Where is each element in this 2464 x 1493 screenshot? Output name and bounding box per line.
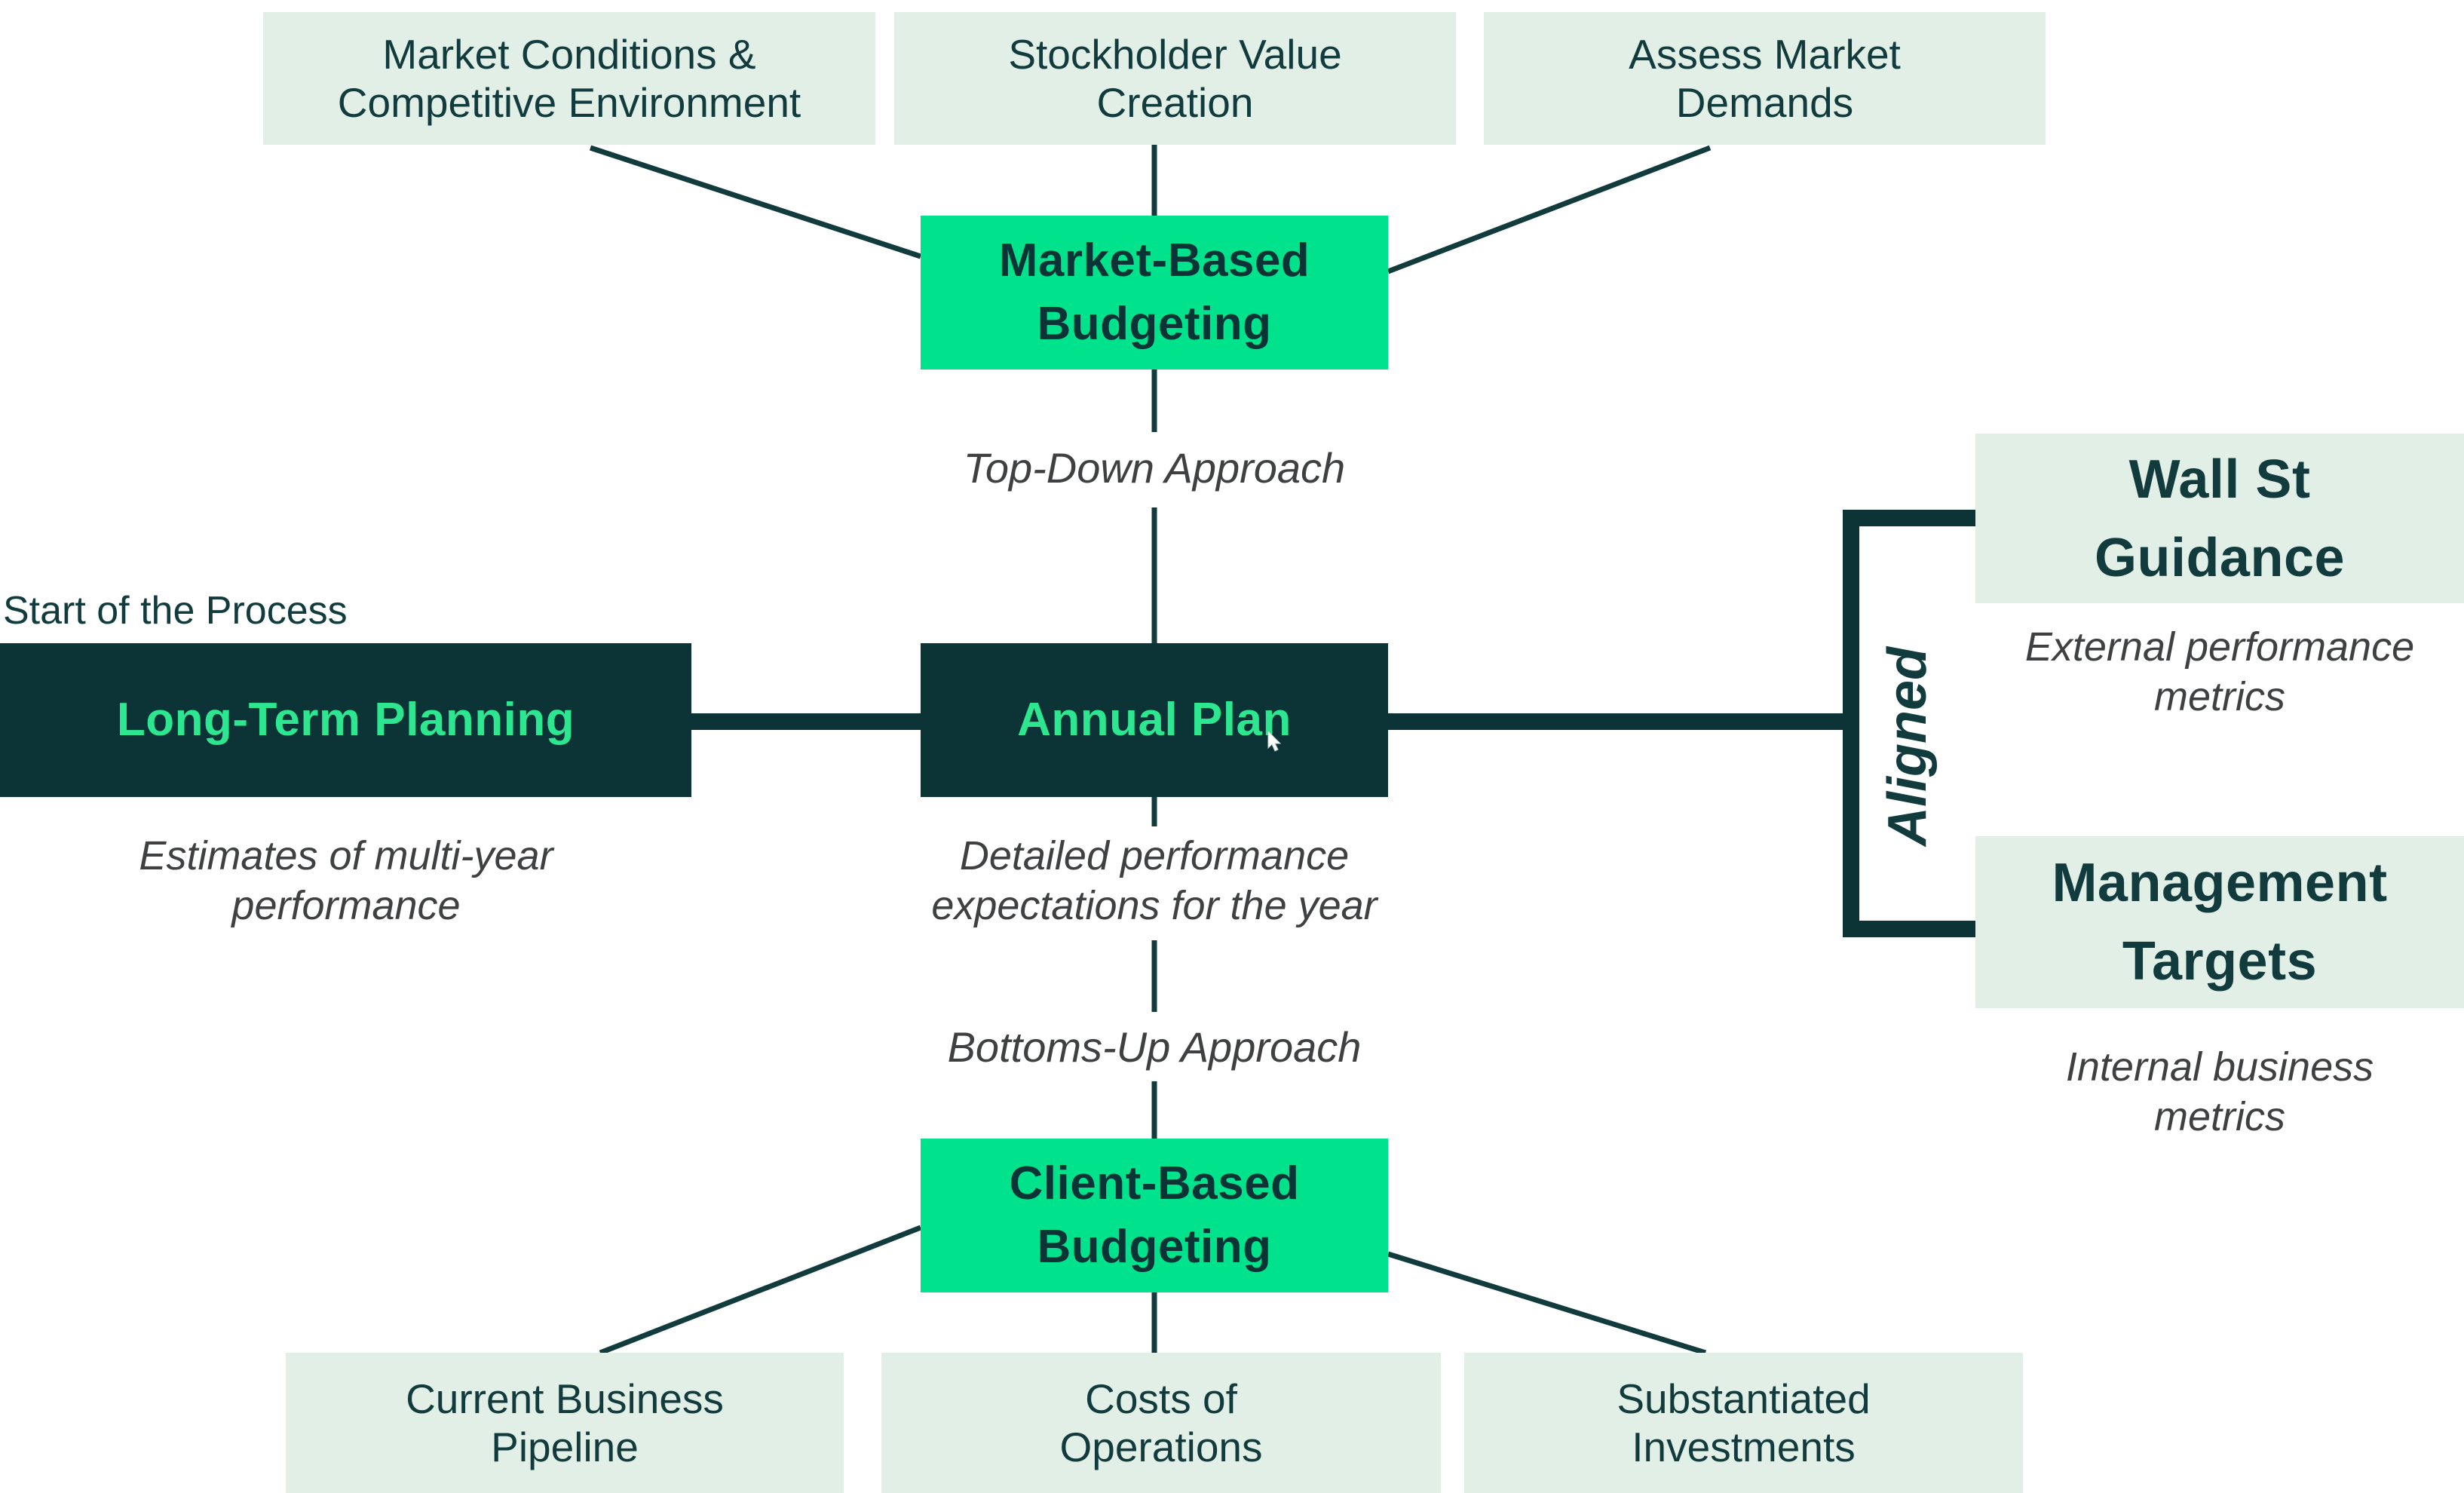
wall-st-caption-line2: metrics [2154,674,2285,719]
connector-client-based-to-pipeline [599,1225,922,1356]
mouse-cursor-icon [1267,731,1282,752]
wall-st-line2: Guidance [2094,527,2346,588]
box-costs-of-operations: Costs of Operations [881,1353,1441,1493]
box-current-business-pipeline: Current Business Pipeline [286,1353,844,1493]
start-of-process-label: Start of the Process [3,589,348,633]
connector-assess-market-to-market-based [1387,145,1712,274]
annual-plan-caption-line2: expectations for the year [931,883,1378,928]
wall-st-line1: Wall St [2128,449,2311,510]
box-stockholder-value: Stockholder Value Creation [894,12,1456,145]
management-line1: Management [2052,853,2388,913]
box-stockholder-value-line2: Creation [1096,79,1254,126]
management-caption-line1: Internal business [2065,1044,2374,1090]
long-term-caption-line2: performance [231,883,461,928]
long-term-caption-line1: Estimates of multi-year [139,833,553,878]
bottoms-up-approach-label: Bottoms-Up Approach [947,1023,1362,1071]
market-based-line2: Budgeting [1037,298,1272,350]
costs-line2: Operations [1059,1424,1263,1470]
long-term-planning-title: Long-Term Planning [116,694,575,746]
connector-client-based-to-investments [1387,1251,1707,1356]
box-annual-plan: Annual Plan [921,643,1388,797]
box-substantiated-investments: Substantiated Investments [1464,1353,2023,1493]
box-assess-market-line2: Demands [1675,79,1854,126]
annual-plan-caption: Detailed performance expectations for th… [931,831,1377,930]
investments-line2: Investments [1632,1424,1856,1470]
wall-st-caption: External performance metrics [2025,622,2414,722]
box-market-conditions: Market Conditions & Competitive Environm… [263,12,875,145]
box-market-based-budgeting: Market-Based Budgeting [921,216,1388,369]
market-based-line1: Market-Based [998,235,1310,287]
management-line2: Targets [2122,931,2318,992]
long-term-caption: Estimates of multi-year performance [139,831,553,930]
box-assess-market: Assess Market Demands [1484,12,2046,145]
client-based-line1: Client-Based [1009,1157,1300,1209]
box-market-conditions-line2: Competitive Environment [337,79,801,126]
box-stockholder-value-line1: Stockholder Value [1008,31,1342,78]
annual-plan-title: Annual Plan [1017,694,1292,746]
wall-st-caption-line1: External performance [2024,624,2415,670]
box-client-based-budgeting: Client-Based Budgeting [921,1139,1388,1292]
connector-market-conditions-to-market-based [589,145,922,259]
top-down-approach-label: Top-Down Approach [963,444,1346,492]
investments-line1: Substantiated [1617,1375,1871,1422]
box-assess-market-line1: Assess Market [1629,31,1901,78]
box-long-term-planning: Long-Term Planning [0,643,691,797]
annual-plan-caption-line1: Detailed performance [959,833,1350,878]
box-management-targets: Management Targets [1975,836,2464,1008]
aligned-label: Aligned [1877,647,1938,846]
pipeline-line1: Current Business [406,1375,724,1422]
pipeline-line2: Pipeline [491,1424,639,1470]
management-caption-line2: metrics [2154,1094,2285,1139]
box-market-conditions-line1: Market Conditions & [382,31,756,78]
management-caption: Internal business metrics [2066,1042,2374,1142]
box-wall-st-guidance: Wall St Guidance [1975,434,2464,603]
client-based-line2: Budgeting [1037,1221,1272,1273]
costs-line1: Costs of [1085,1375,1237,1422]
